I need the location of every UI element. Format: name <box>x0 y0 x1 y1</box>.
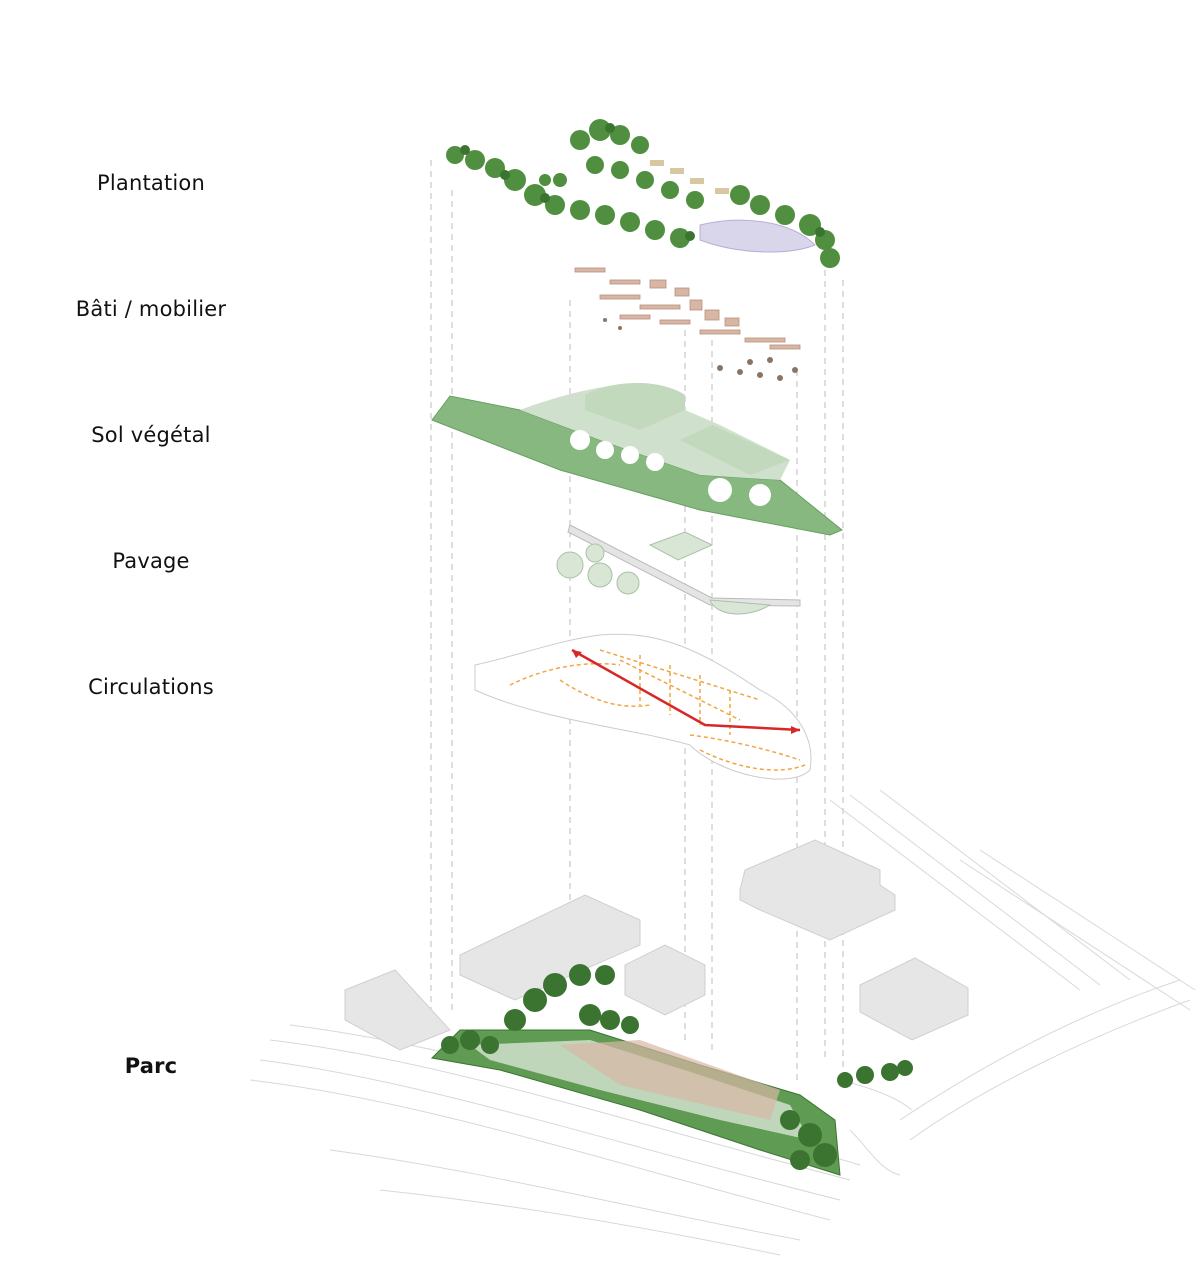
circulations-layer <box>474 633 812 780</box>
plantation-layer <box>446 119 840 268</box>
parc-base-layer <box>430 964 913 1176</box>
layer-label-parc: Parc <box>124 1054 178 1078</box>
layer-label-circulations: Circulations <box>88 675 214 699</box>
layer-label-bati-mobilier: Bâti / mobilier <box>75 297 227 321</box>
layer-label-sol-vegetal: Sol végétal <box>91 423 211 447</box>
bati-mobilier-layer <box>574 267 801 381</box>
context-buildings <box>344 839 969 1051</box>
pavage-layer <box>556 524 801 615</box>
context-road-lines <box>249 789 1196 1256</box>
layer-label-plantation: Plantation <box>96 171 205 195</box>
sol-vegetal-layer <box>431 382 843 536</box>
layer-label-pavage: Pavage <box>112 549 190 573</box>
